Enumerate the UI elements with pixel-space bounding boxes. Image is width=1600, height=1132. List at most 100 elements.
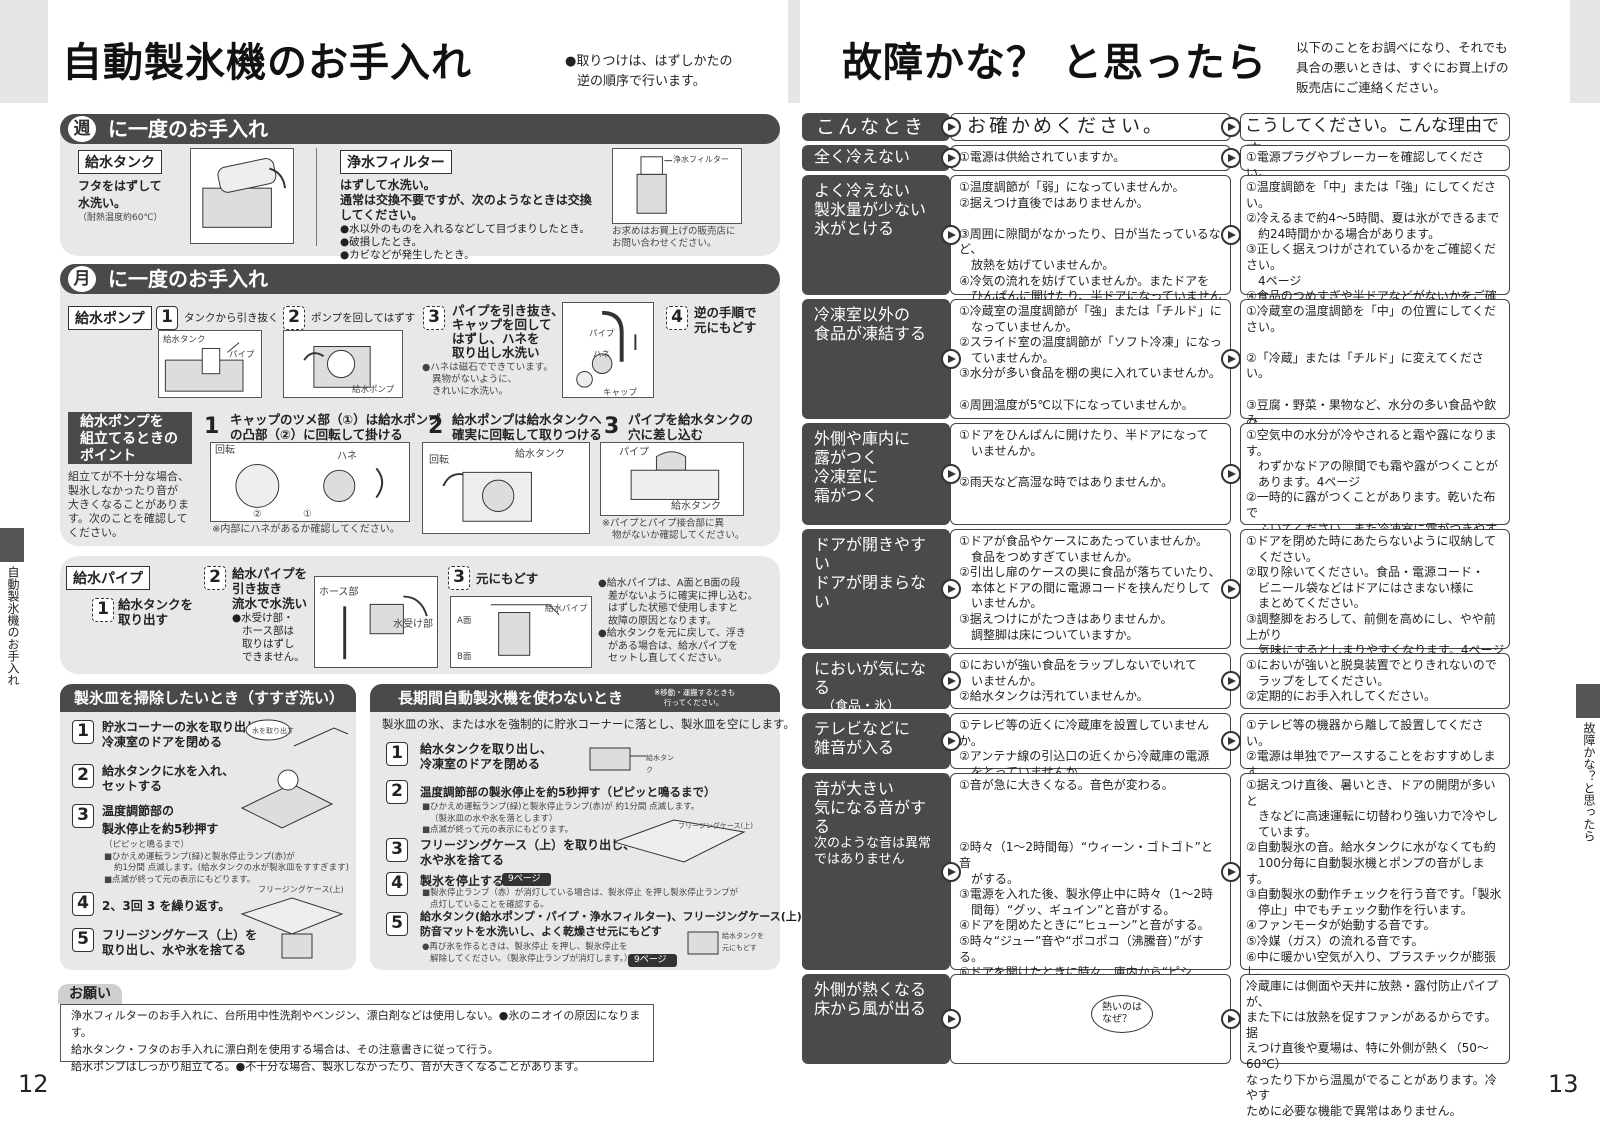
condition-cell: ドアが開きやすいドアが閉まらない [802, 529, 950, 649]
pipe-step-1-num: 1 [92, 598, 114, 622]
rinse-step-4-num: 4 [72, 892, 94, 916]
check-item: ④ドアを閉めたときに“ヒューン”と音がする。 [959, 918, 1210, 933]
fix-item: ②取り除いてください。食品・電源コード・ [1246, 565, 1485, 580]
longterm-step-3-num: 3 [386, 838, 408, 862]
rinse-header: 製氷皿を掃除したいとき（すすぎ洗い） [60, 684, 356, 712]
check-item: ③水分が多い食品を棚の奥に入れていませんか。 [959, 366, 1221, 381]
condition-text: においが気になる [814, 659, 927, 697]
monthly-header: 月 に一度のお手入れ [60, 264, 780, 294]
check-item: ②スライド室の温度調節が「ソフト冷凍」になっ [959, 335, 1222, 350]
check-item: ①においが強い食品をラップしないでいれて [959, 658, 1198, 672]
rinse-step-2-text: 給水タンクに水を入れ、 セットする [102, 764, 235, 793]
rinse-step-3-num: 3 [72, 804, 94, 828]
condition-cell: テレビなどに雑音が入る [802, 713, 950, 769]
tank-block: 給水タンク フタをはずして 水洗い。 （耐熱温度約60℃） [78, 150, 188, 224]
arrow-icon [941, 671, 961, 691]
check-item: いませんか。 [959, 443, 1043, 458]
check-cell: ①冷蔵室の温度調節が「強」または「チルド」に なっていませんか。②スライド室の温… [950, 299, 1231, 419]
check-item: ②給水タンクは汚れていませんか。 [959, 689, 1149, 704]
check-item [959, 382, 1222, 398]
check-item: 放熱を妨げていませんか。 [959, 257, 1115, 272]
check-item [959, 211, 1222, 227]
fix-item: ②冷えるまで約4～5時間、夏は氷ができるまで [1246, 211, 1500, 226]
check-cell: ①ドアをひんぱんに開けたり、半ドアになって いませんか。②雨天など高湿な時ではあ… [950, 423, 1231, 525]
longterm-step-2-num: 2 [386, 780, 408, 804]
pump-step-3-num: 3 [423, 306, 445, 330]
left-side-tab-text: 自動製氷機のお手入れ [6, 566, 20, 686]
longterm-step-2-note: ■ひかえめ運転ランプ(緑)と製氷停止ランプ(赤)が 約1分間 点滅します。 （製… [422, 802, 700, 835]
condition-text: ドアが開きやすい [814, 535, 927, 573]
pump-step-3-text: パイプを引き抜き、 キャップを回して はずし、ハネを 取り出し水洗い [452, 303, 564, 360]
condition-text: 食品が凍結する [814, 324, 927, 343]
arrow-icon [941, 731, 961, 751]
speech-bubble: 熱いのはなぜ？ [1091, 995, 1153, 1033]
fix-item: ください。 [1246, 549, 1319, 564]
check-item [959, 459, 1222, 475]
fix-item: 停止」中でもチェック動作を行います。 [1246, 902, 1473, 917]
longterm-step-2-text: 温度調節部の製氷停止を約5秒押す（ピピッと鳴るまで） [420, 785, 716, 799]
rinse-illus-3: フリージングケース(上) [222, 884, 350, 966]
condition-text: 外側や庫内に [814, 429, 911, 448]
check-cell: ①ドアが食品やケースにあたっていませんか。 食品をつめすぎていませんか。②引出し… [950, 529, 1231, 649]
check-item: ④周囲温度が5℃以下になっていませんか。 [959, 397, 1194, 412]
condition-text: よく冷えない [814, 181, 911, 200]
longterm-illus-1: 給水タンク [580, 738, 680, 778]
check-item: ②時々（1～2時間毎）“ウィーン・ゴトゴト”と音 [959, 840, 1213, 870]
condition-text: （食品・氷） [822, 699, 901, 714]
fix-item: ています。 [1246, 824, 1317, 839]
assembly-illus-1: 回転 ハネ ② ① [210, 442, 410, 522]
fix-item: ③調整脚をおろして、前側を高めにし、やや前上がり [1246, 611, 1496, 642]
check-item: なっていませんか。 [959, 319, 1078, 334]
fix-item: ①ドアを閉めた時にあたらないように収納して [1246, 534, 1497, 548]
condition-text: 冷凍室に [814, 467, 879, 486]
fix-item [1246, 335, 1505, 351]
longterm-step-4-page-ref[interactable]: 9ページ [502, 873, 551, 886]
condition-cell: 外側が熱くなる床から風が出る [802, 974, 950, 1064]
pipe-step-2-note: ●水受け部・ ホース部は 取りはずし できません。 [232, 612, 305, 663]
fix-cell: ①電源プラグやブレーカーを確認してください。 [1240, 145, 1510, 180]
fix-item: あります。4ページ [1246, 474, 1361, 489]
rinse-step-1-text: 貯氷コーナーの氷を取り出し、 冷凍室のドアを閉める [102, 720, 271, 749]
assembly-step-1-text: キャップのツメ部（①）は給水ポンプ の凸部（②）に回転して掛ける [230, 412, 441, 442]
longterm-step-4-num: 4 [386, 872, 408, 896]
condition-cell: 全く冷えない [802, 145, 950, 171]
check-cell: ①においが強い食品をラップしないでいれて いませんか。②給水タンクは汚れていませ… [950, 653, 1231, 709]
fix-item: わずかなドアの隙間でも霜や露がつくことが [1246, 459, 1499, 474]
check-item: いませんか。 [959, 596, 1043, 611]
left-title-white [48, 0, 788, 103]
condition-text: 外側が熱くなる [814, 980, 927, 999]
right-page-title: 故障かな？ と思ったら [842, 40, 1267, 86]
assembly-step-2-text: 給水ポンプは給水タンクへ 確実に回転して取りつける [452, 412, 602, 442]
pump-illus-1: 給水タンク パイプ [158, 330, 262, 398]
fix-item: ③正しく据えつけがされているかをご確認ください。 [1246, 242, 1497, 272]
check-item: ①温度調節が「弱」になっていませんか。 [959, 180, 1185, 194]
left-side-tab-marker [0, 528, 24, 562]
left-title-note: ●取りつけは、はずしかたの 逆の順序で行います。 [565, 54, 733, 89]
pipe-illus-2: ホース部 水受け部 [314, 576, 438, 668]
check-item: ②アンテナ線の引込口の近くから冷蔵庫の電源 [959, 749, 1210, 764]
condition-text: テレビなどに [814, 719, 911, 738]
pipe-step-1-text: 給水タンクを 取り出す [118, 597, 194, 627]
longterm-step-5-page-ref[interactable]: 9ページ [628, 954, 677, 967]
condition-text: 全く冷えない [814, 147, 911, 166]
right-title-white [800, 0, 1570, 103]
fix-item: きなどに高速運転に切替わり強い力で冷やし [1246, 809, 1499, 824]
pipe-note: ●給水パイプは、A面とB面の段 差がないように確実に押し込む。 はずした状態で使… [598, 578, 758, 664]
rinse-illus-1: 水を取り出す [244, 716, 352, 756]
request-box: 浄水フィルターのお手入れに、台所用中性洗剤やベンジン、漂白剤などは使用しない。●… [60, 1004, 654, 1073]
longterm-header: 長期間自動製氷機を使わないとき [370, 684, 780, 712]
check-item: ③電源を入れた後、製氷停止中に時々（1～2時 [959, 887, 1214, 902]
pump-step-1-text: タンクから引き抜く [184, 312, 279, 324]
check-item: ①ドアをひんぱんに開けたり、半ドアになって [959, 428, 1209, 442]
arrow-icon [1221, 464, 1241, 484]
arrow-icon [1221, 349, 1241, 369]
arrow-icon [1221, 225, 1241, 245]
longterm-step-5-note: ●再び氷を作るときは、製氷停止 を押し、製氷停止を 解除してください。（製氷停止… [422, 942, 633, 964]
pump-step3-note: ●ハネは磁石でできています。 異物がないように、 きれいに水洗い。 [422, 362, 553, 397]
pipe-step-3-text: 元にもどす [476, 571, 539, 586]
pump-step-1-num: 1 [156, 306, 178, 330]
arrow-icon [1221, 731, 1241, 751]
filter-shop-note: お求めはお買上げの販売店に お問い合わせください。 [612, 226, 736, 249]
fix-cell: ①温度調節を「中」または「強」にしてください。②冷えるまで約4～5時間、夏は氷が… [1240, 175, 1510, 334]
condition-cell: においが気になる （食品・氷） [802, 653, 950, 714]
